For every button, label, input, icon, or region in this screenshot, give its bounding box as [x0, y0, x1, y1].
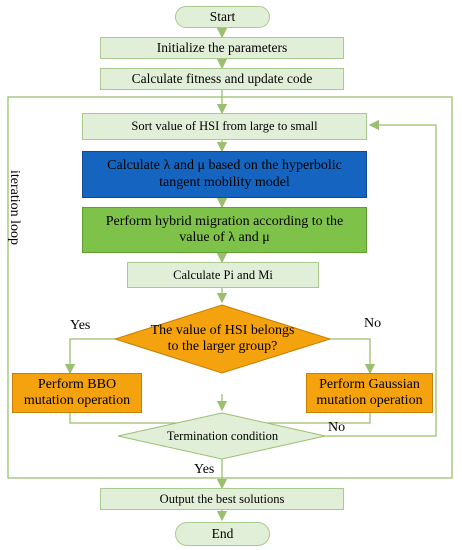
calc-pi-mi-box: Calculate Pi and Mi	[127, 262, 319, 288]
start-label: Start	[209, 9, 236, 25]
arrow-yes-bbo	[64, 338, 115, 375]
output-box: Output the best solutions	[100, 488, 344, 510]
start-node: Start	[175, 6, 270, 28]
bbo-mutation-box: Perform BBO mutation operation	[12, 373, 142, 413]
yes-down-label: Yes	[194, 462, 215, 477]
end-label: End	[211, 526, 234, 542]
yes-left-label: Yes	[70, 318, 91, 333]
bbo-mutation-line2: mutation operation	[23, 393, 131, 408]
no-right-label: No	[364, 316, 382, 331]
decision-text: The value of HSI belongs to the larger g…	[130, 318, 315, 360]
sort-box: Sort value of HSI from large to small	[82, 113, 367, 140]
hybrid-migration-box: Perform hybrid migration according to th…	[82, 207, 367, 253]
arrow-gaussian-merge	[222, 413, 371, 424]
bbo-mutation-line1: Perform BBO	[37, 376, 117, 392]
iteration-loop-label: iteration loop	[7, 170, 22, 246]
arrow-bbo-merge	[69, 413, 222, 424]
hybrid-migration-line1: Perform hybrid migration according to th…	[105, 213, 344, 229]
end-node: End	[175, 522, 270, 546]
termination-diamond	[117, 412, 326, 460]
initialize-box: Initialize the parameters	[100, 37, 344, 59]
calc-fitness-label: Calculate fitness and update code	[131, 71, 313, 87]
gaussian-mutation-box: Perform Gaussian mutation operation	[306, 373, 433, 413]
arrow-no-gaussian	[330, 338, 376, 375]
output-label: Output the best solutions	[159, 491, 285, 506]
sort-label: Sort value of HSI from large to small	[131, 119, 318, 134]
decision-line1: The value of HSI belongs	[150, 322, 295, 338]
calc-lambda-mu-box: Calculate λ and μ based on the hyperboli…	[82, 151, 367, 198]
arrow-no-loop	[325, 119, 437, 437]
calc-lambda-mu-line1: Calculate λ and μ based on the hyperboli…	[107, 158, 342, 174]
no-loop-label: No	[328, 420, 346, 435]
initialize-label: Initialize the parameters	[156, 40, 288, 56]
gaussian-mutation-line2: mutation operation	[316, 393, 423, 408]
decision-line2: to the larger group?	[167, 339, 278, 354]
calc-lambda-mu-line2: tangent mobility model	[159, 174, 290, 190]
termination-label: Termination condition	[166, 428, 279, 443]
calc-fitness-box: Calculate fitness and update code	[100, 68, 344, 90]
iteration-loop-frame	[7, 96, 453, 479]
calc-pi-mi-label: Calculate Pi and Mi	[173, 267, 273, 282]
gaussian-mutation-line1: Perform Gaussian	[319, 376, 420, 392]
decision-diamond	[113, 304, 332, 374]
hybrid-migration-line2: value of λ and μ	[179, 230, 270, 245]
termination-text: Termination condition	[140, 426, 305, 446]
